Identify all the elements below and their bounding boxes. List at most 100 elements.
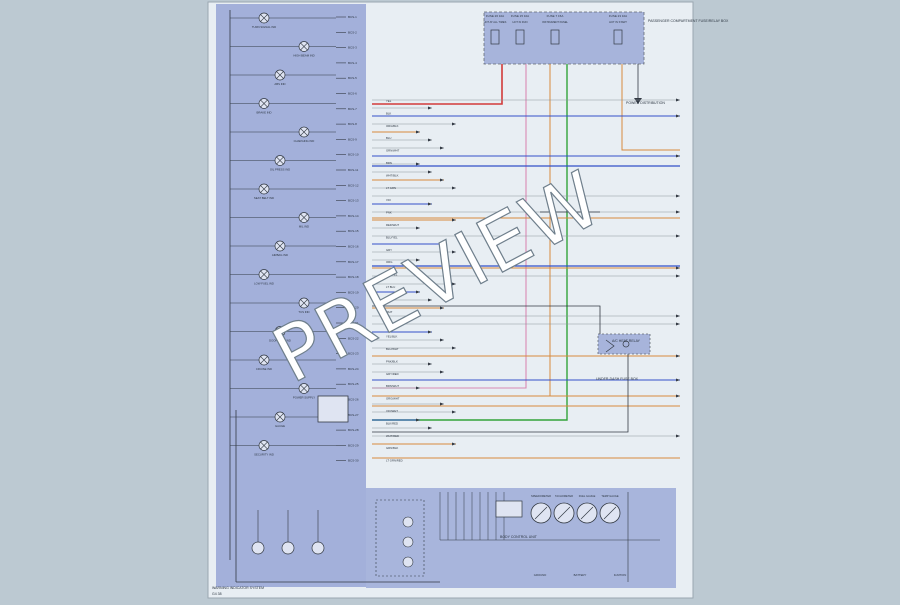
bulb-cross (260, 14, 268, 22)
fuse-label: FUSE 23 10A (609, 14, 627, 18)
fuse-sub-label: HOT IN START (609, 20, 627, 24)
wire-color-label: YEL (386, 99, 392, 103)
bottom-terminal-label: IGNITION (614, 573, 626, 577)
wire-color-label: LT GRN (386, 186, 396, 190)
wire-color-label: GRN/BLK (386, 446, 398, 450)
gauge-label: TACHOMETER (555, 494, 573, 498)
sensor-symbol (251, 541, 265, 555)
component-label: ABS IND (274, 82, 285, 86)
connector-label: BCS-16 (348, 245, 359, 249)
connector-label: BCS-30 (348, 459, 359, 463)
component-label: BRAKE IND (256, 111, 271, 115)
component-label: DOOR AJAR IND (269, 339, 291, 343)
connector-label: BCS-7 (348, 107, 357, 111)
wire-arrow (676, 314, 680, 318)
wire-color-label: WHT (386, 310, 393, 314)
connector-label: BCS-27 (348, 413, 359, 417)
connector-label: BCS-12 (348, 183, 359, 187)
bulb-cross (300, 213, 308, 222)
connector-label: BCS-26 (348, 398, 359, 402)
bottom-module-label: BODY CONTROL UNIT (500, 535, 538, 539)
wire-arrow (428, 426, 432, 430)
fuse-symbol (550, 29, 560, 45)
red-feed-wire (372, 64, 503, 105)
pink-feed-wire (372, 64, 527, 389)
bulb-cross (276, 156, 284, 165)
connector-label: BCS-2 (348, 30, 357, 34)
wire-color-label: BLU (386, 136, 391, 140)
footer-caption: WARNING INDICATOR SYSTEM (212, 586, 264, 590)
wire-color-label: GRN (386, 322, 392, 326)
fuse-sub-label: INSTRUMENT PANEL (542, 20, 569, 24)
bulb-cross (260, 99, 268, 108)
wire-arrow (452, 186, 456, 190)
wire-arrow (416, 386, 420, 390)
wire-arrow (416, 418, 420, 422)
wire-arrow (440, 370, 444, 374)
component-label: SEAT BELT IND (254, 196, 274, 200)
wire-arrow (428, 170, 432, 174)
wire-arrow (440, 306, 444, 310)
connector-label: BCS-20 (348, 306, 359, 310)
bulb-cross (300, 299, 308, 307)
bottom-sensor (402, 516, 414, 528)
connector-label: BCS-6 (348, 92, 357, 96)
wire-arrow (428, 106, 432, 110)
relay-block (597, 333, 651, 355)
power-arrow (634, 98, 642, 104)
wire-arrow (452, 410, 456, 414)
relay-contact (605, 339, 615, 353)
fuse-sub-label: HOT IN RUN (512, 20, 527, 24)
power-note: POWER DISTRIBUTION (626, 101, 665, 105)
connector-label: BCS-5 (348, 76, 357, 80)
wire-color-label: BRN (386, 161, 392, 165)
gauge-label: FUEL GAUGE (579, 494, 596, 498)
wire-color-label: ORG/BLK (386, 124, 399, 128)
wire-arrow (676, 434, 680, 438)
connector-label: BCS-13 (348, 199, 359, 203)
relay-coil (622, 340, 630, 348)
bulb-cross (300, 128, 308, 136)
wire-color-label: PNK/BLK (386, 359, 398, 363)
relay-label: A/C HEAT RELAY (612, 339, 641, 343)
wire-color-label: YEL/BLK (386, 335, 397, 339)
bottom-sensor (402, 556, 414, 568)
wire-arrow (416, 226, 420, 230)
bottom-terminal-label: BATTERY (574, 573, 587, 577)
left-bottom-module-block (216, 491, 366, 587)
bulb-cross (300, 42, 308, 51)
fuse-symbol (490, 29, 500, 45)
wire-color-label: VIO/WHT (386, 409, 398, 413)
wire-color-label: PNK (386, 211, 392, 215)
wire-arrow (676, 98, 680, 102)
connector-label: BCS-15 (348, 229, 359, 233)
wire-arrow (428, 202, 432, 206)
connector-label: BCS-18 (348, 275, 359, 279)
green-feed-wire (372, 64, 568, 421)
fuse-label: FUSE 7 15A (547, 14, 564, 18)
component-label: CHARGING IND (294, 139, 315, 143)
wire-arrow (676, 114, 680, 118)
wire-arrow (452, 346, 456, 350)
wire-color-label: WHT/RED (386, 434, 399, 438)
gauge-needle (557, 506, 571, 520)
wire-color-label: ORG/WHT (386, 397, 400, 401)
wire-arrow (452, 442, 456, 446)
connector-label: BCS-24 (348, 367, 359, 371)
bulb-cross (300, 384, 308, 393)
fuse-symbol (613, 29, 623, 45)
bulb-cross (260, 441, 268, 450)
relay-note: UNDER-DASH FUSE BOX (596, 377, 639, 381)
wire-color-label: GRN/WHT (386, 149, 400, 153)
wire-arrow (676, 322, 680, 326)
bulb-cross (260, 185, 268, 193)
component-label: SECURITY IND (254, 453, 274, 457)
wire-arrow (440, 402, 444, 406)
ecu-box (317, 395, 349, 423)
wire-arrow (452, 122, 456, 126)
gauge-label: TEMP GAUGE (601, 494, 619, 498)
wire-arrow (452, 282, 456, 286)
component-label: TURN SIGNAL IND (252, 25, 276, 29)
component-label: HIGH BEAM IND (293, 54, 314, 58)
